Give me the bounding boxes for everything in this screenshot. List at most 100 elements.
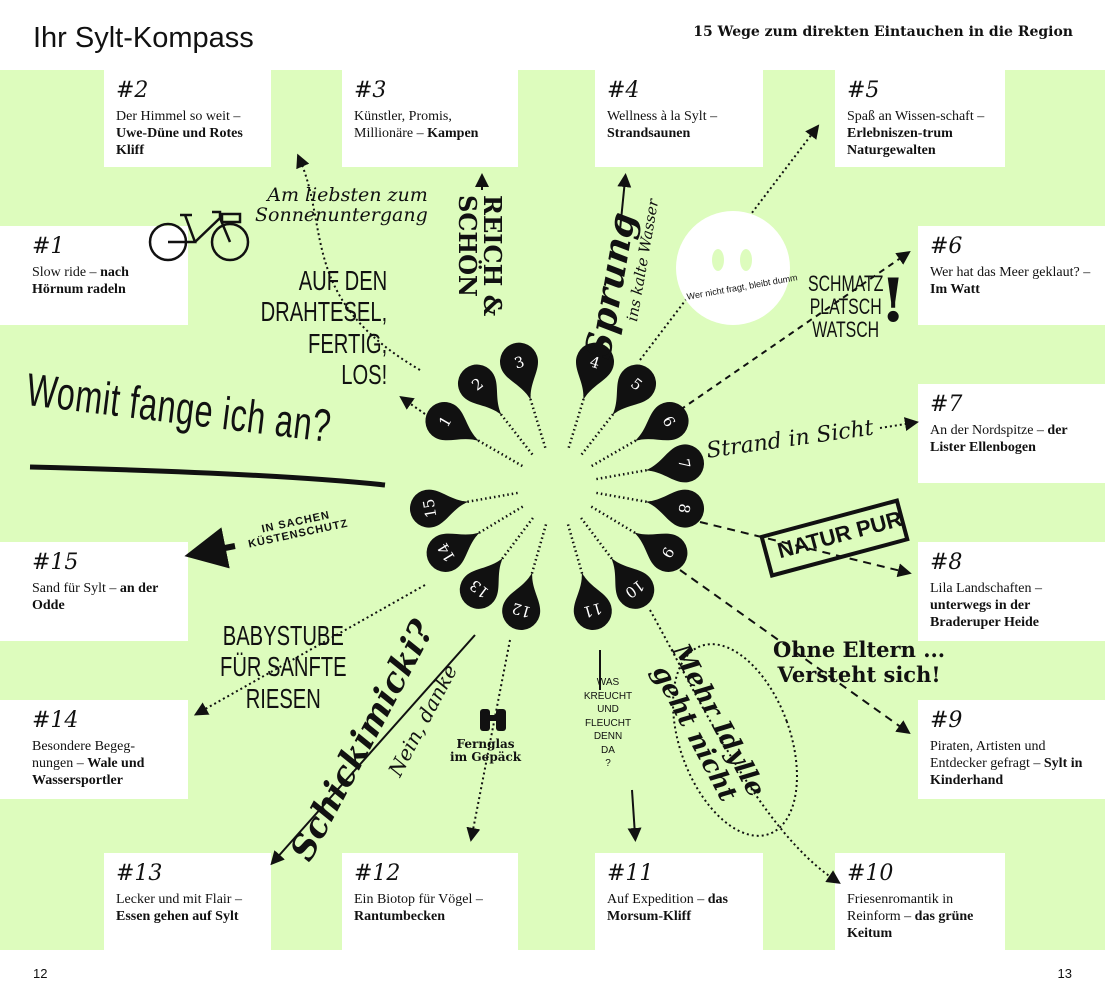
arrow-to-10 — [649, 609, 841, 884]
teardrop-icon — [576, 342, 614, 400]
arrow-to-11 — [599, 650, 635, 835]
entry-text: Piraten, Artisten und Entdecker gefragt … — [930, 739, 1046, 771]
petal-number: 11 — [581, 599, 604, 622]
teardrop-icon — [426, 532, 480, 572]
schmatz-note: SCHMATZ PLATSCH WATSCH — [808, 271, 884, 343]
entry-highlight: Erlebniszen-trum Naturgewalten — [847, 126, 953, 158]
petal-3: 3 — [500, 342, 538, 400]
entry-number: #12 — [354, 861, 401, 886]
page-number-right: 13 — [1057, 966, 1072, 981]
entry-text: Lecker und mit Flair – — [116, 892, 242, 907]
entry-number: #14 — [32, 708, 79, 733]
petal-9: 9 — [634, 532, 688, 572]
arrow-to-1 — [399, 395, 426, 415]
arrow-to-8 — [699, 521, 912, 578]
teardrop-icon — [612, 364, 656, 416]
petal-number: 8 — [674, 502, 693, 515]
entry-text: Besondere Begeg-nungen – — [32, 739, 136, 771]
arrow-to-14 — [193, 584, 426, 716]
petal-15: 15 — [410, 489, 469, 528]
entry-number: #5 — [847, 78, 880, 103]
entry-text: An der Nordspitze – — [930, 423, 1044, 438]
entry-text: Sand für Sylt – — [32, 581, 117, 596]
entry-text: Lila Landschaften – — [930, 581, 1042, 596]
petal-ray — [596, 491, 651, 504]
petal-ray — [591, 437, 640, 468]
entry-highlight: Sylt in Kinderhand — [930, 756, 1083, 788]
teardrop-icon — [502, 572, 541, 630]
entry-highlight: das grüne Keitum — [847, 909, 974, 941]
entry-number: #11 — [607, 861, 654, 886]
smiley-face: Wer nicht fragt, bleibt dumm — [676, 211, 798, 325]
entry-highlight: Wale und Wassersportler — [32, 756, 145, 788]
arrow-to-5 — [639, 124, 820, 361]
petal-14: 14 — [426, 532, 480, 572]
parents-note: Ohne Eltern ... Versteht sich! — [773, 637, 946, 688]
baby-note: BABYSTUBE FÜR SANFTE RIESEN — [220, 620, 347, 714]
bike-note: AUF DEN DRAHTESEL, FERTIG, LOS! — [260, 265, 388, 391]
arrow-to-15 — [184, 527, 236, 569]
entry-highlight: an der Odde — [32, 581, 159, 613]
entry-text: Künstler, Promis, Millionäre – — [354, 109, 452, 141]
entry-highlight: Rantumbecken — [354, 909, 446, 924]
entry-number: #1 — [32, 234, 65, 259]
page-title: Ihr Sylt-Kompass — [33, 22, 254, 54]
underline — [29, 464, 386, 488]
teardrop-icon — [645, 444, 704, 483]
entry-number: #7 — [930, 392, 963, 417]
petal-ray — [497, 410, 534, 456]
petal-ray — [596, 468, 651, 481]
entry-number: #2 — [116, 78, 149, 103]
petal-7: 7 — [645, 444, 704, 483]
entry-highlight: Im Watt — [930, 282, 980, 297]
smiley-eye — [740, 249, 752, 271]
creatures-note: WAS KREUCHT UND FLEUCHT DENN DA ? — [583, 677, 633, 769]
petal-ray — [590, 505, 640, 537]
entry-highlight: der Lister Ellenbogen — [930, 423, 1068, 455]
bicycle-icon — [148, 210, 250, 262]
arrow-to-13 — [270, 634, 476, 866]
arrow-to-12 — [466, 639, 511, 842]
petal-ray — [474, 437, 523, 468]
entry-text: Der Himmel so weit – — [116, 109, 241, 124]
petal-ray — [498, 517, 534, 563]
entry-number: #3 — [354, 78, 387, 103]
entry-number: #15 — [32, 550, 79, 575]
entry-highlight: das Morsum-Kliff — [607, 892, 728, 924]
idyll-ellipse — [672, 643, 798, 837]
entry-text: Friesenromantik in Reinform – — [847, 892, 954, 924]
arrow-to-4 — [617, 173, 632, 231]
petal-13: 13 — [459, 557, 503, 609]
entry-text: Wellness à la Sylt – — [607, 109, 718, 124]
petal-ray — [580, 517, 616, 563]
page-number-left: 12 — [33, 966, 48, 981]
binoculars-icon — [480, 709, 506, 731]
petal-2: 2 — [458, 364, 502, 416]
petal-ray — [474, 505, 524, 537]
entry-text: Spaß an Wissen-schaft – — [847, 109, 985, 124]
teardrop-icon — [573, 572, 612, 630]
exclamation-mark: ! — [880, 266, 907, 336]
arrow-to-9 — [679, 569, 911, 735]
rich-note: REICH & SCHÖN — [452, 195, 507, 317]
binoculars-note: Fernglas im Gepäck — [450, 737, 522, 764]
entry-text: Wer hat das Meer geklaut? – — [930, 265, 1091, 280]
teardrop-icon — [410, 489, 469, 528]
petal-number: 15 — [419, 497, 440, 519]
petal-ray — [566, 524, 585, 578]
arrow-to-6 — [679, 251, 911, 411]
teardrop-icon — [611, 557, 655, 609]
entry-text: Slow ride – — [32, 265, 97, 280]
petal-8: 8 — [645, 489, 704, 528]
petal-number: 7 — [674, 457, 693, 470]
smiley-eye — [712, 249, 724, 271]
petal-11: 11 — [573, 572, 612, 630]
entry-number: #9 — [930, 708, 963, 733]
